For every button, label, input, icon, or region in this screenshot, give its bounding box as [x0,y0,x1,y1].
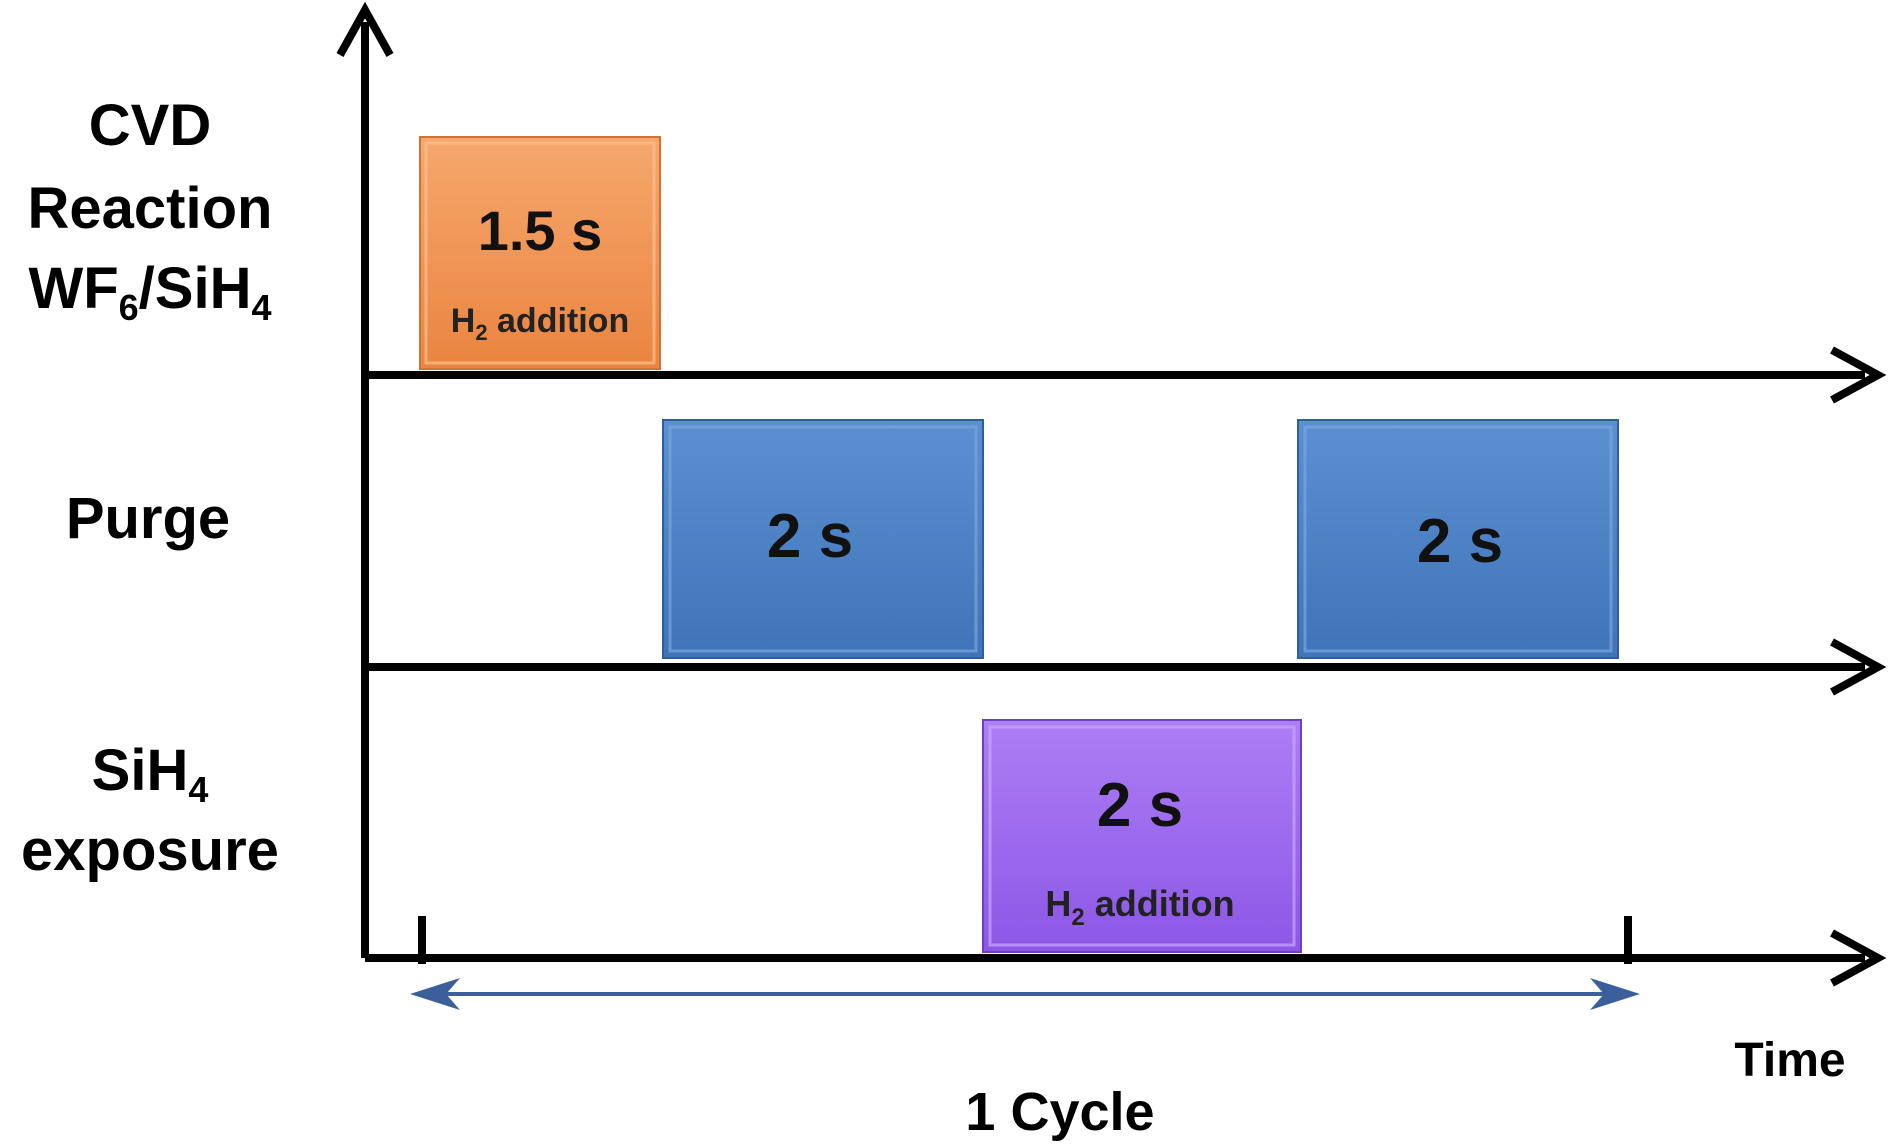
time-axis-sih4-arrowhead [1830,929,1887,987]
pulse-purge-1-duration: 2 s [767,502,853,571]
pulse-sih4-note: H2 addition [1045,883,1234,931]
row-label-purge: Purge [66,486,230,551]
row-label-sih4: SiH4 exposure [21,738,279,883]
time-axis-cvd-arrowhead [1830,346,1887,404]
pulse-cvd-note: H2 addition [451,302,629,345]
pulse-cvd-reaction: 1.5 s H2 addition [419,136,661,370]
cycle-arrow-left-head [410,978,460,1010]
row-label-cvd-line3: WF6/SiH4 [28,256,271,328]
time-label: Time [1734,1034,1845,1087]
time-axis-purge-arrowhead [1830,638,1887,696]
vertical-axis-arrowhead [336,1,394,57]
row-label-sih4-line2: exposure [21,818,279,883]
pulse-purge-1: 2 s [662,419,984,659]
pulse-purge-2-duration: 2 s [1417,507,1503,576]
cycle-arrow-right-head [1590,978,1640,1010]
row-label-cvd-line1: CVD [89,93,211,158]
pulse-sih4-duration: 2 s [1097,771,1183,840]
row-label-cvd: CVD Reaction WF6/SiH4 [28,93,273,328]
row-label-sih4-line1: SiH4 [92,738,209,810]
pulse-purge-2: 2 s [1297,419,1619,659]
pulse-cvd-duration: 1.5 s [478,199,603,262]
cycle-label: 1 Cycle [965,1082,1154,1142]
row-label-cvd-line2: Reaction [28,176,273,241]
pulse-sih4-exposure: 2 s H2 addition [982,719,1302,953]
